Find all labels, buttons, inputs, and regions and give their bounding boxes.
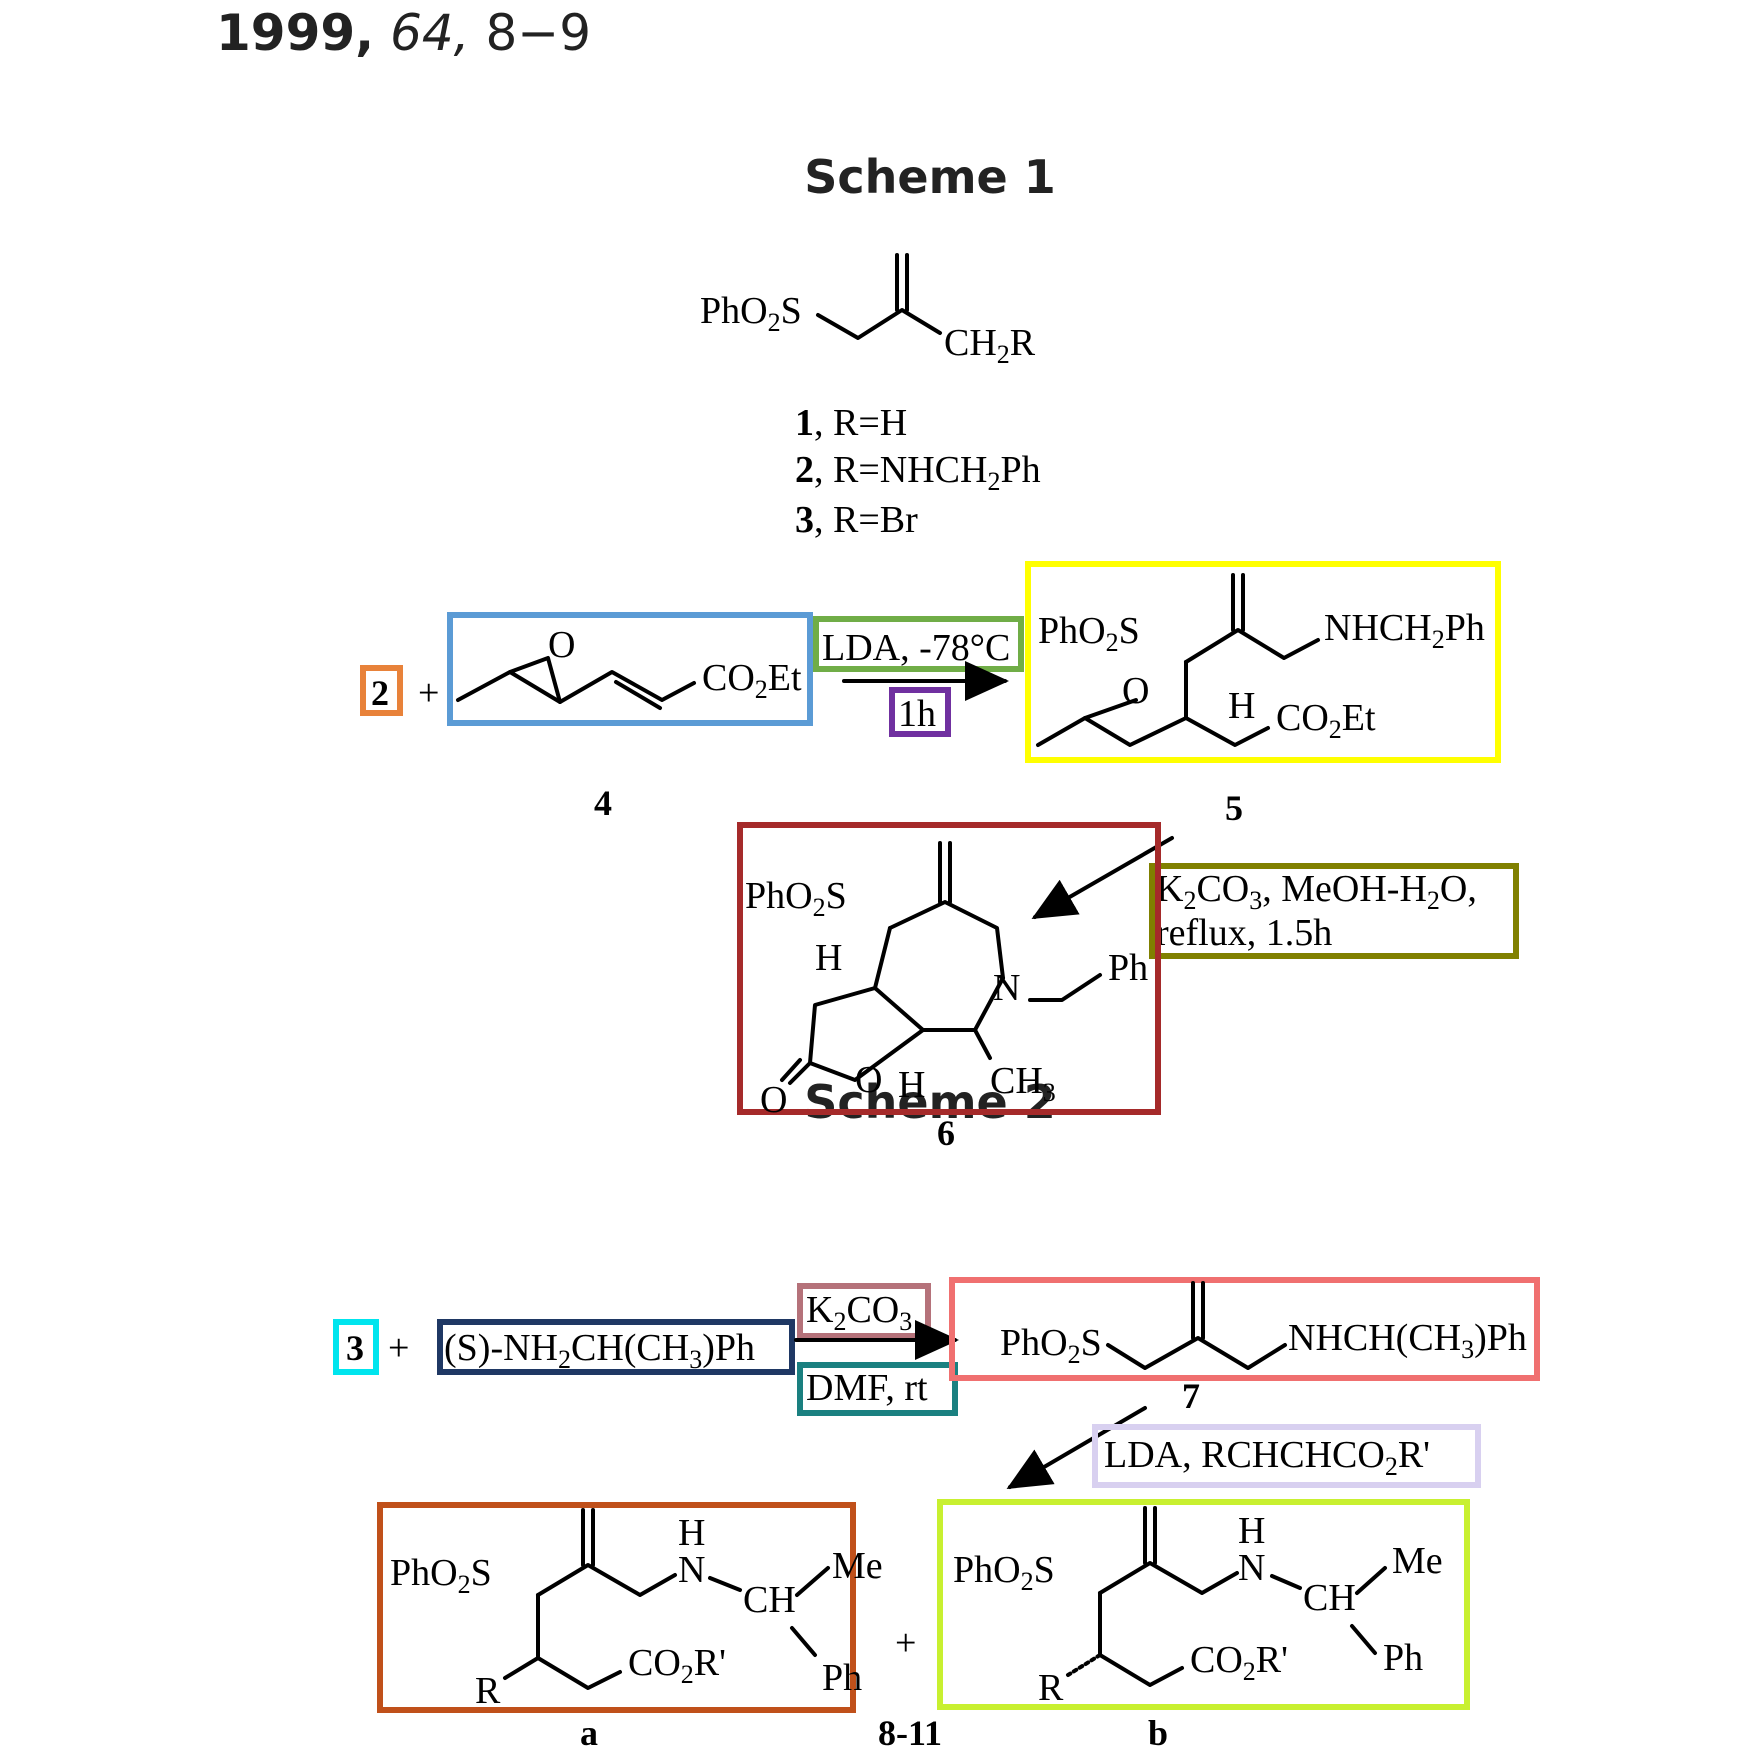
svg-text:H: H [898, 1064, 925, 1106]
product-6-highlight [737, 822, 1161, 1115]
svg-text:CO2Et: CO2Et [702, 657, 802, 704]
amine-highlight [437, 1319, 795, 1375]
compound-4-label: 4 [594, 783, 612, 823]
citation-pages: 8−9 [485, 4, 592, 62]
svg-text:Me: Me [832, 1545, 883, 1587]
svg-text:3, R=Br: 3, R=Br [795, 499, 918, 541]
condition-k2co3-reflux-highlight [1149, 863, 1519, 959]
svg-text:O: O [548, 624, 575, 666]
svg-text:Me: Me [1392, 1540, 1443, 1582]
scheme-1-title: Scheme 1 [804, 150, 1056, 204]
svg-text:N: N [993, 967, 1020, 1009]
reaction-arrow-2 [1031, 836, 1174, 919]
condition-k2co3: K2CO3 [806, 1289, 912, 1336]
product-b-structure: PhO2S H N CH Me Ph R CO2R' [953, 1506, 1443, 1709]
svg-text:PhO2S: PhO2S [745, 875, 847, 922]
plus-sign-2: + [388, 1327, 409, 1369]
svg-text:N: N [678, 1549, 705, 1591]
svg-text:H: H [1238, 1510, 1265, 1552]
svg-text:R: R [1038, 1667, 1064, 1709]
condition-reflux: reflux, 1.5h [1156, 912, 1332, 954]
condition-k2co3-highlight [797, 1283, 931, 1339]
svg-text:CH3: CH3 [990, 1060, 1056, 1107]
svg-text:PhO2S: PhO2S [1000, 1322, 1102, 1369]
reactant-2-highlight [360, 665, 403, 716]
svg-text:R: R [475, 1670, 501, 1712]
product-5-structure: PhO2S NHCH2Ph O H CO2Et [1036, 573, 1485, 747]
svg-text:N: N [1238, 1547, 1265, 1589]
r-group-definitions: 1, R=H 2, R=NHCH2Ph 3, R=Br [795, 402, 1041, 541]
svg-text:PhO2S: PhO2S [390, 1552, 492, 1599]
product-a-highlight [377, 1502, 856, 1713]
svg-text:H: H [815, 937, 842, 979]
svg-text:PhO2S: PhO2S [1038, 610, 1140, 657]
svg-text:NHCH2Ph: NHCH2Ph [1324, 607, 1485, 654]
svg-text:Ph: Ph [1108, 947, 1148, 989]
condition-lda: LDA, -78°C [822, 627, 1010, 669]
product-5-highlight [1025, 561, 1501, 763]
plus-sign: + [418, 672, 439, 714]
plus-sign-3: + [895, 1622, 916, 1664]
condition-1h-highlight [889, 687, 951, 737]
amine-reagent: (S)-NH2CH(CH3)Ph [444, 1327, 755, 1374]
epoxide-4-structure: O CO2Et [456, 624, 802, 710]
svg-text:H: H [678, 1512, 705, 1554]
svg-text:O: O [1122, 670, 1149, 712]
epoxide-4-highlight [447, 612, 813, 726]
compounds-8-11-label: 8-11 [878, 1713, 942, 1753]
compound-6-label: 6 [937, 1113, 955, 1153]
condition-dmf-highlight [797, 1362, 958, 1416]
product-a-label: a [580, 1713, 598, 1753]
svg-text:CH: CH [1303, 1577, 1356, 1619]
svg-text:O: O [760, 1079, 787, 1121]
citation: 1999, 64, 8−9 [216, 4, 591, 62]
svg-text:CH: CH [743, 1579, 796, 1621]
svg-text:PhO2S: PhO2S [700, 290, 802, 337]
product-b-highlight [937, 1499, 1470, 1710]
svg-text:1, R=H: 1, R=H [795, 402, 907, 444]
svg-text:O: O [855, 1059, 882, 1101]
reactant-3-highlight [333, 1319, 379, 1375]
svg-text:NHCH(CH3)Ph: NHCH(CH3)Ph [1288, 1317, 1527, 1364]
condition-lda-2: LDA, RCHCHCO2R' [1104, 1434, 1430, 1481]
svg-text:CO2Et: CO2Et [1276, 697, 1376, 744]
scheme-2-title: Scheme 2 [804, 1075, 1056, 1129]
svg-text:PhO2S: PhO2S [953, 1549, 1055, 1596]
svg-text:CH2R: CH2R [944, 322, 1036, 369]
condition-1h: 1h [898, 693, 936, 735]
reactant-2-label: 2 [371, 673, 389, 713]
citation-volume: 64, [390, 4, 470, 62]
product-a-structure: PhO2S H N CH Me Ph R CO2R' [390, 1508, 883, 1712]
product-6-structure: PhO2S N Ph H O H CH3 O [745, 841, 1148, 1121]
condition-lda-highlight [813, 616, 1024, 672]
svg-text:H: H [1228, 685, 1255, 727]
reaction-arrow-4 [1006, 1406, 1147, 1490]
svg-text:CO2R': CO2R' [1190, 1639, 1288, 1686]
svg-text:Ph: Ph [1383, 1637, 1423, 1679]
svg-text:2, R=NHCH2Ph: 2, R=NHCH2Ph [795, 449, 1041, 496]
sulfone-structure: PhO2S CH2R [700, 253, 1036, 369]
condition-dmf: DMF, rt [806, 1367, 928, 1409]
product-7-highlight [949, 1277, 1540, 1381]
compound-5-label: 5 [1225, 788, 1243, 828]
svg-text:Ph: Ph [822, 1657, 862, 1699]
svg-text:CO2R': CO2R' [628, 1642, 726, 1689]
reactant-3-label: 3 [346, 1328, 364, 1368]
condition-k2co3-meoh: K2CO3, MeOH-H2O, [1156, 868, 1477, 915]
compound-7-label: 7 [1182, 1376, 1200, 1416]
citation-year: 1999, [216, 4, 375, 62]
product-7-structure: PhO2S NHCH(CH3)Ph [1000, 1281, 1527, 1370]
product-b-label: b [1148, 1713, 1168, 1753]
condition-lda-2-highlight [1092, 1424, 1481, 1488]
